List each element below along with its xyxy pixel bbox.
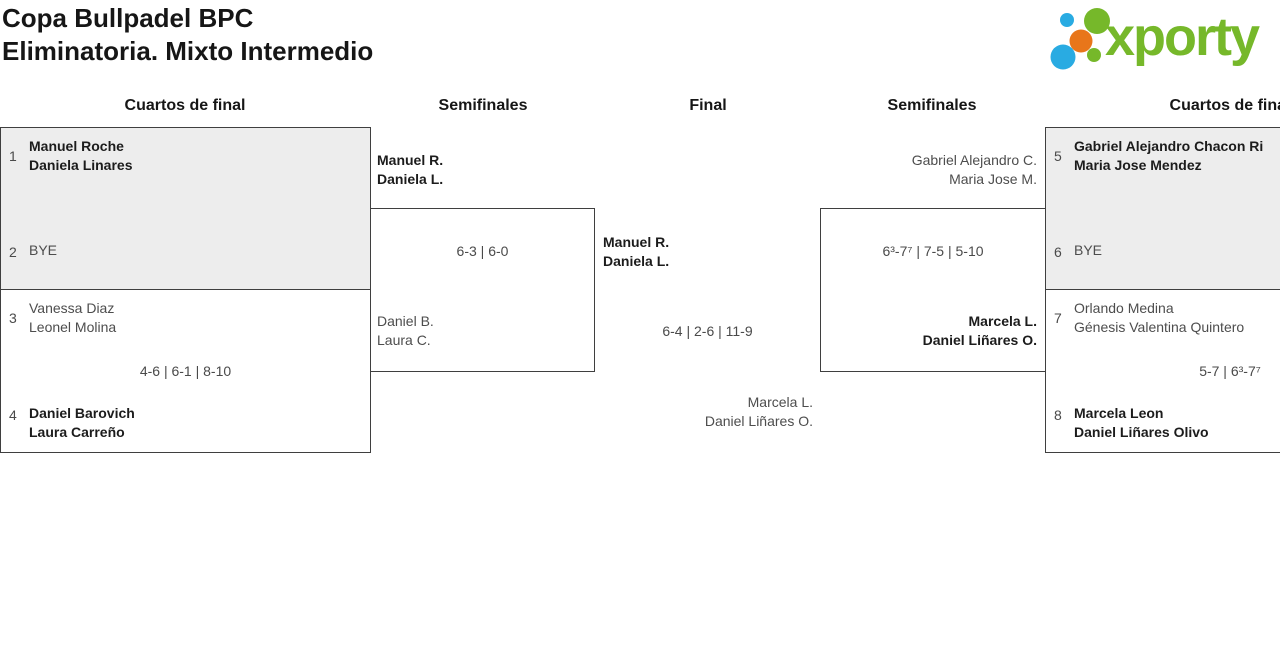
team-name: Manuel R. Daniela L. (377, 151, 443, 189)
player-name: Gabriel Alejandro Chacon Ri (1074, 138, 1264, 154)
tournament-title-line2: Eliminatoria. Mixto Intermedio (2, 36, 374, 66)
player-name: Marcela L. (747, 394, 813, 410)
match-score: 4-6 | 6-1 | 8-10 (139, 363, 232, 379)
match-box-qf1-left[interactable]: 1 Manuel Roche Daniela Linares 2 BYE (0, 127, 371, 290)
tournament-title-line1: Copa Bullpadel BPC (2, 3, 254, 33)
match-box-qf2-left[interactable]: 3 Vanessa Diaz Leonel Molina 4-6 | 6-1 |… (0, 289, 371, 453)
player-name: Daniel Liñares Olivo (1074, 424, 1209, 440)
round-header-semifinals-right: Semifinales (887, 97, 977, 114)
seed-number: 5 (1054, 148, 1062, 164)
team-name: BYE (29, 241, 57, 279)
player-name: Laura C. (377, 332, 431, 348)
match-score: 6-3 | 6-0 (456, 243, 509, 259)
player-name: Daniel Liñares O. (922, 332, 1037, 348)
team-name: Manuel R. Daniela L. (603, 233, 669, 271)
team-name: Manuel Roche Daniela Linares (29, 137, 133, 175)
player-name: Daniel Barovich (29, 405, 135, 421)
seed-number: 7 (1054, 310, 1062, 326)
round-header-quarterfinals-right: Cuartos de final (1169, 97, 1280, 114)
player-name: Maria Jose M. (949, 171, 1037, 187)
player-name: Maria Jose Mendez (1074, 157, 1202, 173)
team-name: Vanessa Diaz Leonel Molina (29, 299, 116, 337)
player-name: Leonel Molina (29, 319, 117, 335)
match-box-semifinal-right[interactable] (820, 208, 1046, 372)
match-box-qf1-right[interactable]: 5 Gabriel Alejandro Chacon Ri Maria Jose… (1045, 127, 1280, 290)
match-box-qf2-right[interactable]: 7 Orlando Medina Génesis Valentina Quint… (1045, 289, 1280, 453)
player-name: Laura Carreño (29, 424, 125, 440)
player-name: BYE (1074, 242, 1103, 258)
team-name: Marcela L. Daniel Liñares O. (820, 312, 1037, 350)
match-box-semifinal-left[interactable] (370, 208, 595, 372)
match-score: 5-7 | 6³-7⁷ (1199, 363, 1261, 379)
seed-number: 3 (9, 310, 17, 326)
team-name: Daniel B. Laura C. (377, 312, 434, 350)
seed-number: 6 (1054, 244, 1062, 260)
seed-number: 8 (1054, 407, 1062, 423)
seed-number: 1 (9, 148, 17, 164)
player-name: Manuel R. (603, 234, 670, 250)
team-name: Gabriel Alejandro Chacon Ri Maria Jose M… (1074, 137, 1263, 175)
match-score: 6³-7⁷ | 7-5 | 5-10 (882, 243, 984, 259)
team-name: Marcela L. Daniel Liñares O. (595, 393, 813, 431)
player-name: Daniela L. (603, 253, 670, 269)
xporty-logo-text: xporty (1105, 7, 1260, 67)
player-name: Génesis Valentina Quintero (1074, 319, 1245, 335)
team-name: Gabriel Alejandro C. Maria Jose M. (820, 151, 1037, 189)
tournament-title: Copa Bullpadel BPC Eliminatoria. Mixto I… (2, 2, 373, 68)
player-name: Daniela L. (377, 171, 444, 187)
player-name: Gabriel Alejandro C. (911, 152, 1037, 168)
team-name: Daniel Barovich Laura Carreño (29, 404, 135, 442)
round-header-semifinals-left: Semifinales (438, 97, 528, 114)
round-header-quarterfinals-left: Cuartos de final (124, 97, 246, 114)
player-name: Orlando Medina (1074, 300, 1174, 316)
player-name: Daniela Linares (29, 157, 133, 173)
xporty-logo-icon (1050, 8, 1110, 70)
xporty-logo[interactable]: xporty (1048, 2, 1280, 74)
player-name: Vanessa Diaz (29, 300, 115, 316)
player-name: Marcela L. (968, 313, 1037, 329)
player-name: Manuel Roche (29, 138, 124, 154)
player-name: BYE (29, 242, 58, 258)
seed-number: 4 (9, 407, 17, 423)
team-name: BYE (1074, 241, 1102, 279)
team-name: Orlando Medina Génesis Valentina Quinter… (1074, 299, 1244, 337)
player-name: Manuel R. (377, 152, 444, 168)
team-name: Marcela Leon Daniel Liñares Olivo (1074, 404, 1209, 442)
player-name: Daniel B. (377, 313, 434, 329)
round-header-final: Final (689, 97, 727, 114)
player-name: Daniel Liñares O. (704, 413, 813, 429)
player-name: Marcela Leon (1074, 405, 1164, 421)
match-score: 6-4 | 2-6 | 11-9 (662, 323, 753, 339)
seed-number: 2 (9, 244, 17, 260)
